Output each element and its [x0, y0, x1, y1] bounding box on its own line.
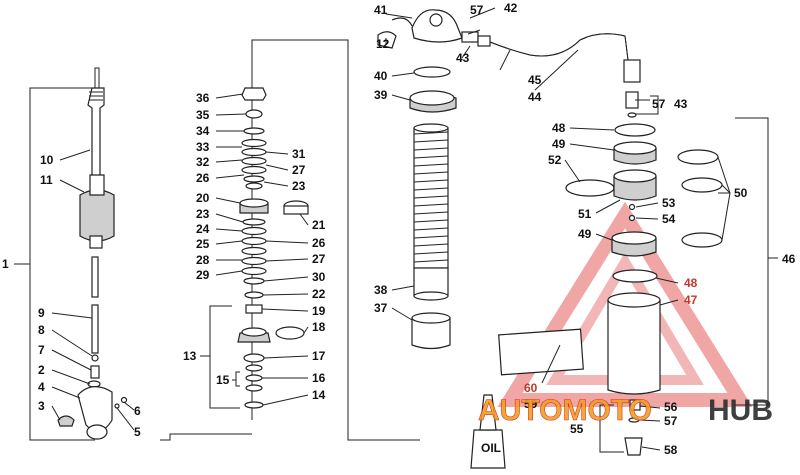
leaders-valve-right — [232, 151, 309, 406]
callout-11: 11 — [40, 173, 53, 187]
shaft-assembly — [57, 67, 128, 440]
callout-43a: 43 — [456, 51, 470, 65]
callout-25: 25 — [196, 237, 210, 251]
connector-line-13 — [160, 433, 252, 441]
callout-30: 30 — [312, 270, 326, 284]
callout-35: 35 — [196, 108, 210, 122]
callout-54: 54 — [662, 212, 676, 226]
callout-52: 52 — [548, 153, 562, 167]
reservoir-assembly — [470, 59, 723, 469]
callout-39: 39 — [374, 88, 388, 102]
callout-42: 42 — [504, 1, 518, 15]
callout-47: 47 — [684, 293, 698, 307]
callout-51: 51 — [578, 207, 592, 221]
callout-57c: 57 — [664, 414, 678, 428]
callout-4: 4 — [38, 380, 45, 394]
callout-50: 50 — [734, 186, 748, 200]
callout-19: 19 — [312, 304, 326, 318]
callout-27a: 27 — [292, 163, 306, 177]
bracket-55 — [599, 404, 624, 453]
bracket-15 — [235, 371, 240, 387]
bracket-46 — [735, 117, 769, 406]
callout-45: 45 — [528, 73, 542, 87]
callout-18: 18 — [312, 320, 326, 334]
oil-bottle-label: OIL — [481, 441, 501, 455]
callout-57b: 57 — [652, 97, 666, 111]
bracket-1 — [14, 87, 95, 441]
callout-22: 22 — [312, 287, 326, 301]
callout-58: 58 — [664, 443, 678, 457]
valve-stack — [237, 87, 309, 409]
callout-21: 21 — [312, 218, 326, 232]
callout-8: 8 — [38, 323, 45, 337]
callout-26a: 26 — [196, 171, 210, 185]
callout-31: 31 — [292, 147, 306, 161]
leaders-left — [51, 149, 135, 431]
callout-37: 37 — [374, 301, 388, 315]
callout-56: 56 — [664, 400, 678, 414]
callout-10: 10 — [40, 153, 54, 167]
callout-14: 14 — [312, 388, 326, 402]
spring-coils — [413, 131, 449, 263]
callout-44: 44 — [528, 90, 542, 104]
callout-48a: 48 — [552, 121, 566, 135]
callout-23a: 23 — [292, 179, 306, 193]
callout-12: 12 — [376, 37, 390, 51]
connector-line-38 — [251, 39, 420, 441]
callout-60: 60 — [524, 381, 538, 395]
callout-33: 33 — [196, 140, 210, 154]
callout-28: 28 — [196, 253, 210, 267]
callout-20: 20 — [196, 191, 210, 205]
callout-6: 6 — [134, 404, 141, 418]
bracket-43-right — [650, 95, 659, 115]
callout-59: 59 — [524, 397, 538, 411]
callout-7: 7 — [38, 343, 45, 357]
callout-36: 36 — [196, 91, 210, 105]
callout-16: 16 — [312, 371, 326, 385]
callout-55: 55 — [570, 422, 584, 436]
callout-48b: 48 — [684, 276, 698, 290]
callout-labels: 1 2 3 4 5 6 7 8 9 10 11 12 13 14 15 16 1… — [2, 1, 796, 457]
callout-29: 29 — [196, 268, 210, 282]
callout-26b: 26 — [312, 236, 326, 250]
callout-2: 2 — [38, 363, 45, 377]
callout-1: 1 — [2, 257, 9, 271]
callout-13: 13 — [183, 349, 197, 363]
leaders-reservoir — [541, 99, 731, 451]
callout-43b: 43 — [674, 97, 688, 111]
watermark-text: AUTOMOTO HUB — [478, 394, 773, 428]
watermark-text-hub: HUB — [708, 394, 773, 427]
callout-3: 3 — [38, 399, 45, 413]
callout-34: 34 — [196, 124, 210, 138]
leaders-shock — [385, 7, 579, 321]
callout-5: 5 — [134, 425, 141, 439]
callout-9: 9 — [38, 306, 45, 320]
callout-49b: 49 — [578, 227, 592, 241]
leaders-valve-left — [215, 93, 247, 276]
callout-53: 53 — [662, 196, 676, 210]
bracket-13 — [209, 305, 240, 409]
callout-46: 46 — [782, 252, 796, 266]
callout-23b: 23 — [196, 207, 210, 221]
callout-17: 17 — [312, 349, 326, 363]
callout-38: 38 — [374, 283, 388, 297]
callout-40: 40 — [374, 69, 388, 83]
callout-41: 41 — [374, 3, 388, 17]
callout-57a: 57 — [470, 3, 484, 17]
callout-24: 24 — [196, 222, 210, 236]
watermark-text-automoto: AUTOMOTO — [478, 394, 652, 427]
callout-27b: 27 — [312, 252, 326, 266]
callout-49a: 49 — [552, 137, 566, 151]
shock-body — [377, 9, 629, 350]
callout-15: 15 — [216, 373, 230, 387]
callout-32: 32 — [196, 155, 210, 169]
